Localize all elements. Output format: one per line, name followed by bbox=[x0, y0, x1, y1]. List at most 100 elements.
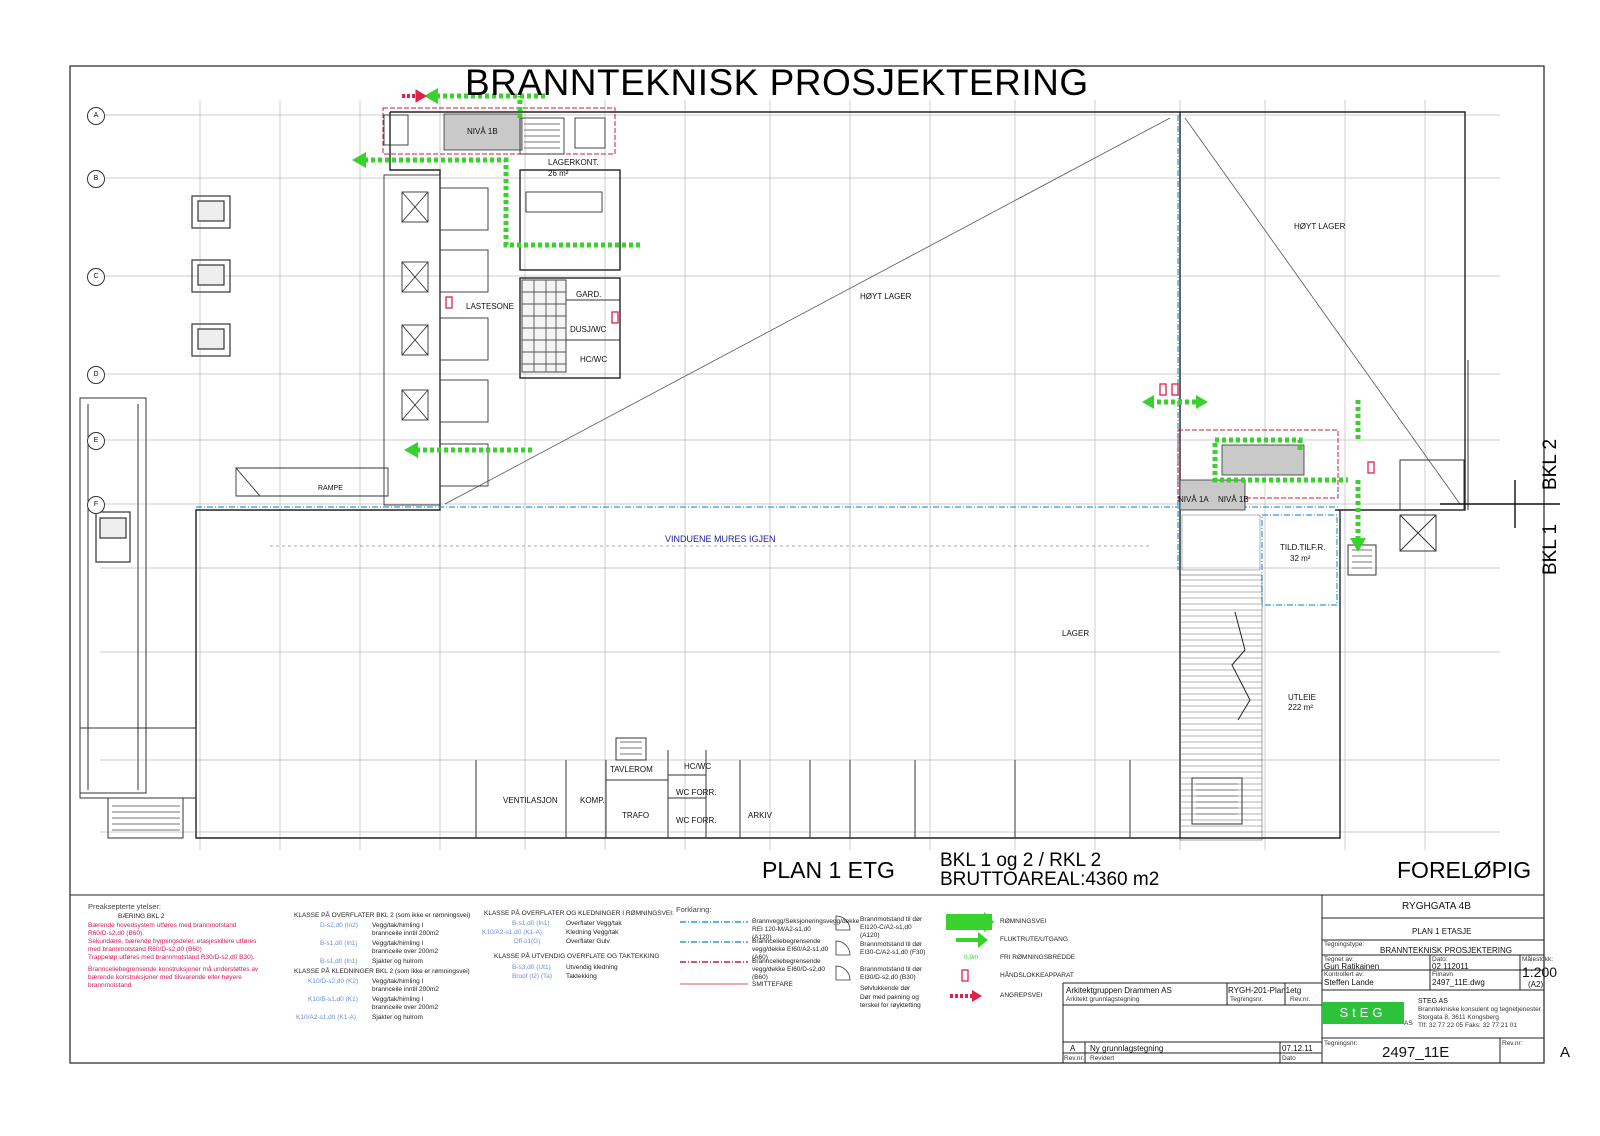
bkl-2-label: BKL 2 bbox=[1540, 438, 1561, 490]
structural-grid bbox=[100, 100, 1500, 850]
legend-door-item: Dør med pakning og terskel for røyktetti… bbox=[860, 994, 921, 1009]
stair-block-right bbox=[1221, 444, 1305, 476]
legend-baering-line: brannmotstand bbox=[88, 982, 132, 989]
legend-code: D-s2,d0 (In2) bbox=[320, 922, 358, 929]
legend-desc: Kledning Vegg/tak bbox=[566, 929, 619, 936]
tb-checked-value: Steffen Lande bbox=[1324, 978, 1374, 987]
legend-symbol: ANGREPSVEI bbox=[1000, 992, 1043, 999]
legend-baering-heading: BÆRING BKL 2 bbox=[118, 913, 165, 920]
legend-baering-line: R60/D-s2,d0 (B60). bbox=[88, 930, 144, 937]
tb-revision: A bbox=[1560, 1044, 1571, 1061]
legend-symbol-samples bbox=[946, 912, 994, 1002]
legend-fri-bredde-value: 0.9m bbox=[964, 954, 979, 961]
legend-desc: Taktekking bbox=[566, 973, 597, 980]
legend-code: B-s1,d0 (In1) bbox=[512, 920, 550, 927]
company-logo: StEG bbox=[1322, 1002, 1404, 1024]
tb-sheet: PLAN 1 ETASJE bbox=[1412, 927, 1472, 936]
tb-scale-label: Målestokk: bbox=[1522, 956, 1554, 963]
room-komp: KOMP. bbox=[580, 796, 605, 805]
bottom-rooms bbox=[475, 737, 1243, 838]
bkl-divider bbox=[1440, 480, 1560, 528]
logo-text: StEG bbox=[1339, 1005, 1387, 1020]
tb-revnr-label: Rev.nr. bbox=[1290, 996, 1311, 1003]
room-rampe: RAMPE bbox=[318, 485, 343, 492]
tb-architect: Arkitektgruppen Drammen AS bbox=[1066, 986, 1172, 995]
legend-baering-line: Trappeløp utføres med brannmotstand R30/… bbox=[88, 954, 255, 961]
legend-desc: Sjakter og hulrom bbox=[372, 958, 423, 965]
room-utleie: UTLEIE bbox=[1288, 693, 1317, 702]
extinguishers bbox=[445, 296, 1375, 474]
room-niva-1a: NIVÅ 1A bbox=[1178, 495, 1209, 504]
legend-code: K10/A2-s1,d0 (K1-A) bbox=[482, 929, 542, 936]
escape-routes bbox=[360, 93, 1361, 540]
room-utleie-area: 222 m² bbox=[1288, 703, 1313, 712]
loading-bays bbox=[235, 174, 489, 506]
legend-symbol: RØMNINGSVEI bbox=[1000, 918, 1047, 925]
legend-symbol: FRI RØMNINGSBREDDE bbox=[1000, 954, 1076, 961]
legend-code: B-s3,d0 (Ut1) bbox=[512, 964, 551, 971]
room-niva-1b-top: NIVÅ 1B bbox=[467, 127, 498, 136]
left-annex bbox=[79, 397, 197, 839]
room-hc-wc-top: HC/WC bbox=[580, 355, 608, 364]
tb-rev-label: Rev.nr: bbox=[1502, 1040, 1523, 1047]
tb-rev-letter: A bbox=[1070, 1044, 1076, 1053]
room-lager: LAGER bbox=[1062, 629, 1090, 638]
tb-checked-label: Kontrollert av: bbox=[1324, 971, 1365, 978]
room-trafo: TRAFO bbox=[622, 811, 650, 820]
axis-label-d: D bbox=[87, 366, 105, 384]
escape-arrowheads bbox=[352, 88, 1366, 552]
legend-line-item: Brannceliebegrensende vegg/dekke EI60/A2… bbox=[752, 938, 829, 961]
main-title: BRANNTEKNISK PROSJEKTERING bbox=[465, 62, 1089, 103]
bkl-line-2: BRUTTOAREAL:4360 m2 bbox=[940, 869, 1160, 890]
tb-tegningsnr-label: Tegningsnr. bbox=[1230, 996, 1264, 1003]
bkl-1-label: BKL 1 bbox=[1540, 523, 1561, 575]
room-wc-forr-2: WC FORR. bbox=[676, 816, 717, 825]
tb-project: RYGHGATA 4B bbox=[1402, 901, 1471, 912]
entry-hatch bbox=[1181, 514, 1261, 571]
legend-desc: Overflater Vegg/tak bbox=[566, 920, 622, 927]
tb-architect-ref: RYGH-201-Plan1etg bbox=[1228, 986, 1302, 995]
tb-rev-text: Ny grunnlagstegning bbox=[1090, 1044, 1164, 1053]
legend-desc: Sjakter og hulrom bbox=[372, 1014, 423, 1021]
tb-company-addr: Storgata 8, 3611 Kongsberg bbox=[1418, 1014, 1499, 1021]
windows-note: VINDUENE MURES IGJEN bbox=[665, 534, 776, 544]
legend-code: K10/A2-s1,d0 (K1-A) bbox=[296, 1014, 356, 1021]
niva-1b-block-top bbox=[443, 113, 523, 151]
legend-line-item: Brannceliebegrensende vegg/dekke EI60/D-… bbox=[752, 958, 825, 981]
axis-label-b: B bbox=[87, 170, 105, 188]
legend-baering-line: med brannmotstand R60/D-s2,d0 (B60) bbox=[88, 946, 202, 953]
legend-line-item: SMITTEFARE bbox=[752, 981, 793, 988]
legend-overflater-heading: KLASSE PÅ OVERFLATER BKL 2 (som ikke er … bbox=[294, 912, 471, 919]
legend-baering-line: bærende konstruksjoner med tilsvarende e… bbox=[88, 974, 242, 981]
legend-code: B-s1,d0 (In1) bbox=[320, 940, 358, 947]
room-dusj-wc: DUSJ/WC bbox=[570, 325, 607, 334]
legend-line-item: Brannvegg/Seksjoneringsvegg/dekke REI 12… bbox=[752, 918, 860, 941]
tb-scale-value: 1:200 bbox=[1522, 964, 1558, 980]
legend-desc: Overflater Gulv bbox=[566, 938, 610, 945]
tb-type-value: BRANNTEKNISK PROSJEKTERING bbox=[1380, 946, 1513, 955]
tb-architect-sub: Arkitekt grunnlagstegning bbox=[1066, 996, 1140, 1003]
room-lagerkont: LAGERKONT. bbox=[548, 158, 599, 167]
legend-desc: Vegg/tak/himling I brannceile over 200m2 bbox=[372, 996, 439, 1011]
room-hoyt-lager-2: HØYT LAGER bbox=[1294, 222, 1346, 231]
sheet-frame bbox=[69, 65, 1545, 1064]
tb-rev-footer-text: Revidert bbox=[1090, 1055, 1115, 1062]
legend-code: Broof (t2) (Ta) bbox=[512, 973, 553, 980]
room-hc-wc-bottom: HC/WC bbox=[684, 762, 712, 771]
room-niva-1b-right: NIVÅ 1B bbox=[1218, 495, 1249, 504]
room-tild-area: 32 m² bbox=[1290, 554, 1311, 563]
fire-walls-blue bbox=[196, 115, 1340, 606]
legend-symbol: HÅNDSLOKKEAPPARAT bbox=[1000, 972, 1074, 979]
tb-rev-footer-date: Dato bbox=[1282, 1055, 1296, 1062]
bkl-line-1: BKL 1 og 2 / RKL 2 bbox=[940, 850, 1102, 871]
room-lagerkont-area: 26 m² bbox=[548, 169, 569, 178]
plan-label: PLAN 1 ETG bbox=[762, 857, 895, 883]
tb-scale-format: (A2) bbox=[1528, 980, 1544, 989]
tb-drawing-no-label: Tegningsnr: bbox=[1324, 1040, 1358, 1047]
legend-line-samples bbox=[680, 921, 748, 985]
legend-romningsvei-heading: KLASSE PÅ OVERFLATER OG KLEDNINGER I RØM… bbox=[484, 910, 674, 917]
tb-company-desc: Branntekniske konsulent og tegnetjeneste… bbox=[1418, 1006, 1541, 1013]
attack-route bbox=[402, 89, 427, 103]
